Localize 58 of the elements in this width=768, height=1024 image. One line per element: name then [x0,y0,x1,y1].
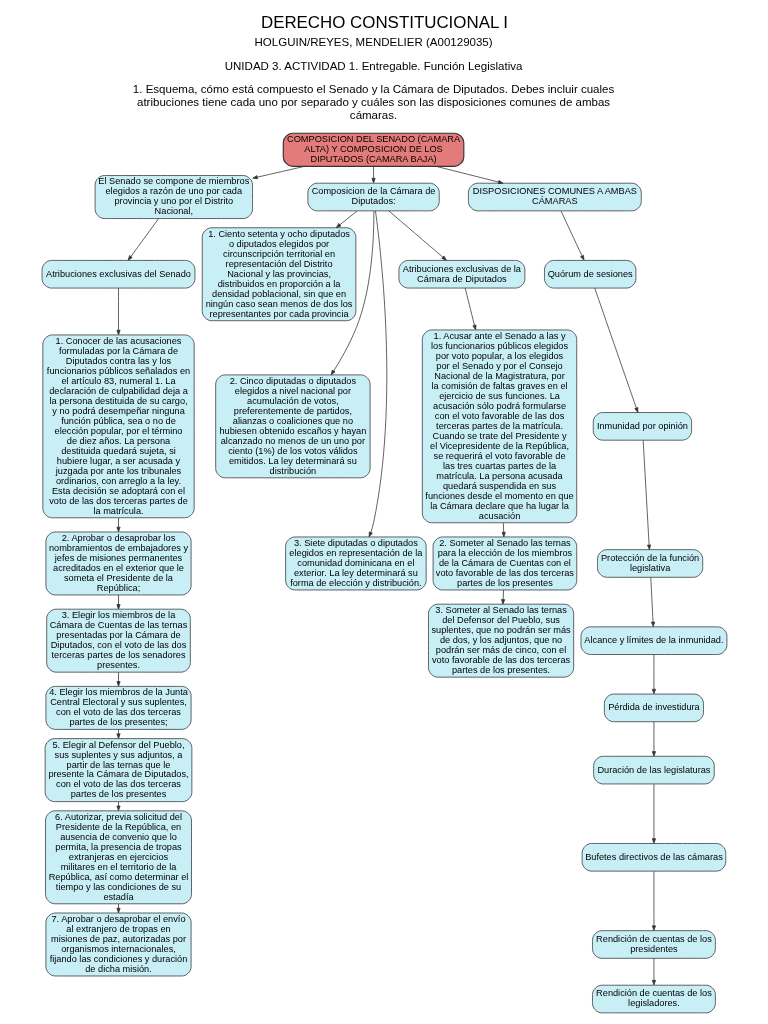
arrow [501,522,506,538]
node-box: Duración de las legislaturas [592,755,715,785]
node-box: 5. Elegir al Defensor del Pueblo, sus suplentes y sus adjuntos, a partir de las ternas que le presente la Cámara de Diputados, con el voto de las dos terceras partes de los presentes [44,738,192,802]
arrow [642,439,651,550]
node-box: Bufetes directivos de las cámaras [581,843,726,872]
node-box: 2. Someter al Senado las ternas para la elección de los miembros de la Cámara de Cuentas con el voto favorable de las dos terceras partes de los presentes [432,536,577,591]
node-box: 4. Elegir los miembros de la Junta Central Electoral y sus suplentes, con el voto de las dos terceras partes de los presentes; [45,686,191,730]
arrow [116,517,120,533]
arrow [464,287,476,331]
node-box: El Senado se compone de miembros elegidos a razón de uno por cada provincia y uno por el Distrito Nacional, [94,175,253,219]
node-box: 7. Aprobar o desaprobar el envío al extranjero de tropas en misiones de paz, autorizadas por organismos internacionales, fijando las condiciones y duración de dicha misión. [45,912,191,977]
node-box: Quórum de sesiones [543,260,636,289]
arrow [330,210,374,376]
arrow [116,671,120,687]
arrow [651,871,656,931]
label: HOLGUIN/REYES, MENDELIER (A00129035) [254,35,493,48]
arrow [116,729,120,739]
arrow [560,210,584,261]
node-box: 6. Autorizar, previa solicitud del Presidente de la República, en ausencia de convenio que lo permita, la presencia de tropas extranjeras en ejercicios militares en el territorio de la República, así como determinar el tiempo y las condiciones de su estadía [44,810,192,905]
node-box: Atribuciones exclusivas del Senado [41,260,195,289]
arrow [371,166,376,184]
arrow [368,210,387,538]
node-box: 1. Acusar ante el Senado a las y los funcionarios públicos elegidos por voto popular, a los elegidos por el Senado y por el Consejo Nacional de la Magistratura, por la comisión de faltas graves en el ejercicio de sus funciones. La acusación sólo podrá formularse con el voto favorable de las dos terceras partes de la matrícula. Cuando se trate del Presidente y el Vicepresidente de la República, se requerirá el voto favorable de las tres cuartas partes de la matrícula. La persona acusada quedará suspendida en sus funciones desde el momento en que la Cámara declare que ha lugar la acusación [421,329,577,524]
node-box: COMPOSICION DEL SENADO (CAMARA ALTA) Y COMPOSICION DE LOS DIPUTADOS (CAMARA BAJA) [282,132,464,167]
arrow [649,577,655,627]
node-box: Protección de la función legislativa [596,549,703,578]
node-box: Pérdida de investidura [603,693,704,723]
node-box: 1. Conocer de las acusaciones formuladas por la Cámara de Diputados contra las y los funcionarios públicos señalados en el artículo 83, numeral 1. La declaración de culpabilidad deja a la persona destituida de su cargo, y no podrá desempeñar ninguna función pública, sea o no de elección popular, por el término de diez años. La persona destituida quedará sujeta, si hubiere lugar, a ser acusada y juzgada por ante los tribunales ordinarios, con arreglo a la ley. Esta decisión se adoptará con el voto de las dos terceras partes de la matrícula. [41,334,195,519]
label: 1. Esquema, cómo está compuesto el Senado y la Cámara de Diputados. Debes incluir cuales atribuciones tiene cada uno por separado y cuáles son las disposiciones comunes de ambas cámaras. [132,83,614,122]
arrow [651,958,656,986]
arrow [388,210,447,261]
arrow [251,165,305,180]
arrow [116,287,120,336]
node-box: Composicion de la Cámara de Diputados: [307,182,440,212]
arrow [116,903,120,914]
node-box: 1. Ciento setenta y ocho diputados o diputados elegidos por circunscripción territorial en representación del Distrito Nacional y las provincias, distribuidos en proporción a la densidad poblacional, sin que en ningún caso sean menos de dos los representantes por cada provincia [201,227,356,322]
node-box: Inmunidad por opinión [592,412,692,441]
arrow [116,801,120,811]
diagram-title: DERECHO CONSTITUCIONAL I [260,12,508,32]
node-box: Rendición de cuentas de los presidentes [591,930,716,959]
arrow [651,783,656,844]
node-box: 3. Someter al Senado las ternas del Defensor del Pueblo, sus suplentes, que no podrán ser más de dos, y los adjuntos, que no podrán ser más de cinco, con el voto favorable de las dos terceras partes de los presentes. [427,603,574,678]
node-box: 3. Siete diputadas o diputados elegidos en representación de la comunidad dominicana en el exterior. La ley determinará su forma de elección y distribución. [284,536,427,591]
arrow [435,165,503,185]
node-box: 3. Elegir los miembros de la Cámara de Cuentas de las ternas presentadas por la Cámara de Diputados, con el voto de las dos terceras partes de los senadores presentes. [45,608,191,673]
arrow [500,589,505,605]
arrow [651,721,656,757]
node-box: Alcance y límites de la inmunidad. [580,626,727,655]
label: UNIDAD 3. ACTIVIDAD 1. Entregable. Función Legislativa [224,59,522,72]
arrow [127,218,159,261]
node-box: Rendición de cuentas de los legisladores. [591,984,716,1014]
node-box: 2. Cinco diputadas o diputados elegidos a nivel nacional por acumulación de votos, preferentemente de partidos, alianzas o coaliciones que no hubiesen obtenido escaños y hayan alcanzado no menos de un uno por ciento (1%) de los votos válidos emitidos. La ley determinará su distribución [214,374,370,479]
arrow [335,210,357,229]
arrow [593,287,638,413]
arrow [116,594,120,610]
arrow [651,654,656,695]
node-box: Atribuciones exclusivas de la Cámara de Diputados [398,260,525,289]
node-box: 2. Aprobar o desaprobar los nombramientos de embajadores y jefes de misiones permanentes acreditados en el exterior que le someta el Presidente de la República; [45,531,191,596]
